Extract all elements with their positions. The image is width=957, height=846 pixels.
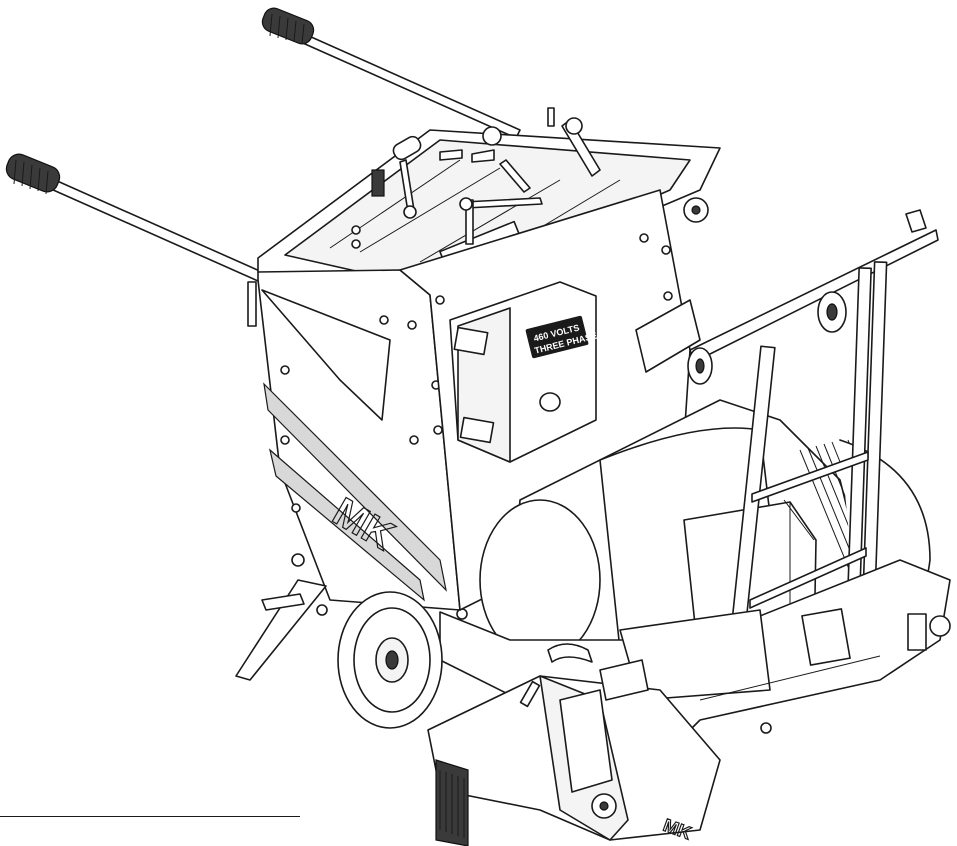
tension-pulley-right bbox=[817, 291, 847, 333]
control-panel bbox=[257, 107, 721, 301]
electrical-box: 460 VOLTS THREE PHASE bbox=[449, 281, 598, 463]
handle-bars bbox=[5, 7, 521, 327]
rear-wheel bbox=[337, 591, 443, 729]
depth-lever bbox=[235, 553, 327, 681]
upper-grip bbox=[261, 7, 315, 45]
main-housing: MK bbox=[257, 269, 468, 620]
lower-grip bbox=[5, 153, 61, 195]
footer-rule bbox=[0, 816, 300, 817]
tension-pulley-left bbox=[687, 347, 713, 385]
blade-guard: MK bbox=[427, 643, 721, 846]
